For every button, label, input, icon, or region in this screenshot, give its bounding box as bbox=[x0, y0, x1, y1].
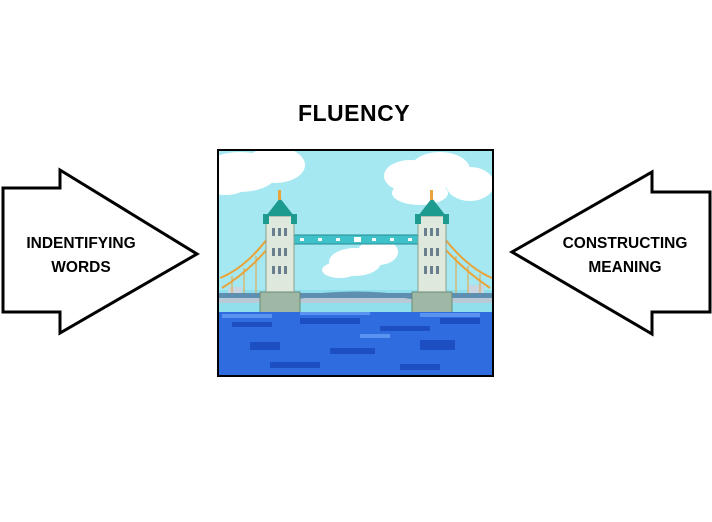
left-arrow-shape bbox=[1, 167, 200, 336]
diagram-title: FLUENCY bbox=[297, 100, 411, 126]
right-arrow-shape bbox=[509, 169, 712, 337]
picture-frame bbox=[217, 149, 494, 377]
cloud-icon bbox=[218, 150, 493, 278]
left-arrow-label-line1: INDENTIFYING bbox=[26, 235, 136, 252]
left-arrow-label: INDENTIFYING WORDS bbox=[6, 232, 156, 280]
right-arrow-label-line1: CONSTRUCTING bbox=[562, 235, 688, 252]
right-arrow-label-line2: MEANING bbox=[588, 259, 662, 276]
tower-bridge-picture bbox=[217, 149, 494, 377]
left-arrow-label-line2: WORDS bbox=[51, 259, 111, 276]
right-arrow-label: CONSTRUCTING MEANING bbox=[546, 232, 704, 280]
right-tower bbox=[411, 190, 453, 315]
left-tower bbox=[259, 190, 301, 315]
